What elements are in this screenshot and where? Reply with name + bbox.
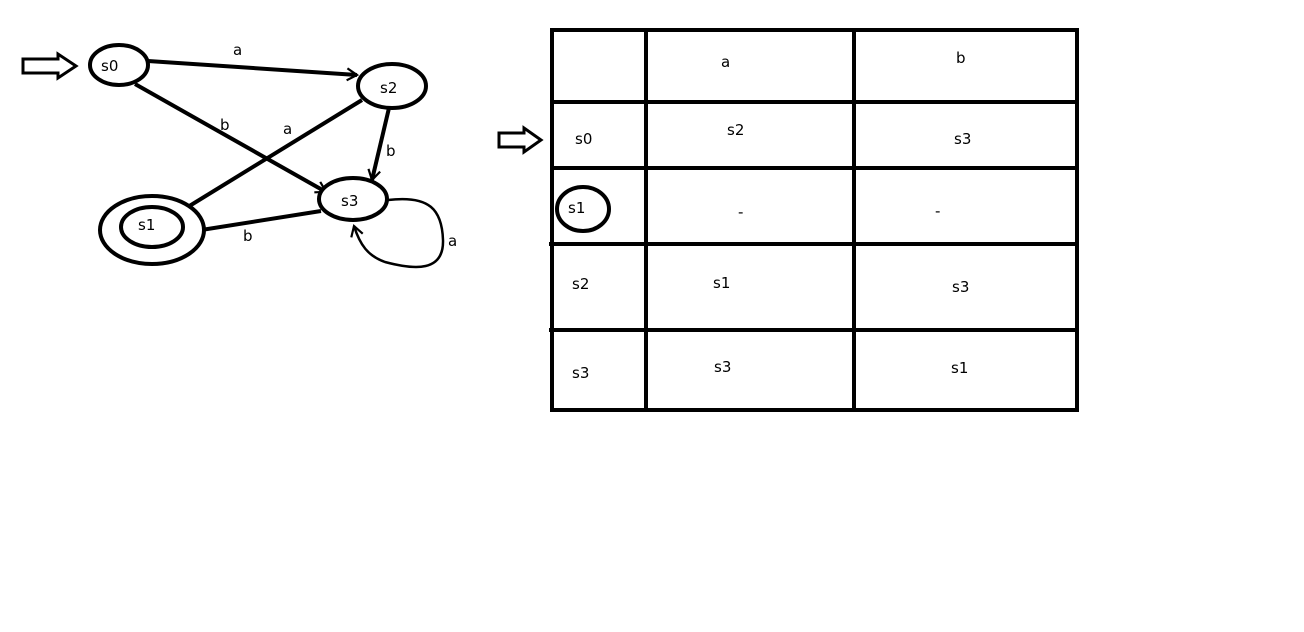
row-state-cell: s3 [572,364,589,382]
label-s2-s3: b [386,142,396,160]
state-s3: s3 [317,176,389,222]
table-row: s1 - - [555,185,940,233]
transition-s0-s2 [147,59,360,82]
state-s2: s2 [356,62,428,110]
table-row: s3 s3 s1 [572,358,968,382]
label-s2-s1: a [283,120,292,138]
header-cell-a: a [721,53,730,71]
start-arrow-icon [21,51,79,81]
state-label: s2 [380,79,397,97]
row-cell-a: s3 [714,358,731,376]
transition-table: a b s0 s2 s3 s1 - - s2 s1 s3 s3 s3 s1 [497,28,1079,412]
transition-s2-s3 [367,107,391,183]
row-cell-a: s2 [727,121,744,139]
state-s1-accepting: s1 [98,194,206,266]
row-cell-a: s1 [713,274,730,292]
state-s0: s0 [88,43,150,87]
label-s0-s2: a [233,41,242,59]
state-label: s1 [138,216,155,234]
label-s3-s1: b [243,227,253,245]
row-cell-b: s3 [954,130,971,148]
table-row: s0 s2 s3 [575,121,971,148]
row-cell-b: s3 [952,278,969,296]
start-arrow-icon [497,125,544,155]
row-cell-b: s1 [951,359,968,377]
label-s3-s3: a [448,232,457,250]
transition-s3-s3 [350,197,445,269]
transition-s2-s1 [176,98,364,215]
transition-s0-s3 [134,82,328,194]
table-row: s2 s1 s3 [572,274,969,296]
header-cell-b: b [956,49,966,67]
label-s0-s3: b [220,116,230,134]
table-header-row: a b [721,49,966,71]
state-label: s3 [341,192,358,210]
state-label: s0 [101,57,118,75]
table-border [550,28,1079,412]
row-state-cell: s1 [568,199,585,217]
row-state-cell: s2 [572,275,589,293]
row-state-cell: s0 [575,130,592,148]
row-cell-b: - [935,202,940,220]
accepting-marker [555,185,611,233]
row-cell-a: - [738,203,743,221]
state-diagram: a b a b b a s0 s2 s3 s1 [21,41,457,269]
